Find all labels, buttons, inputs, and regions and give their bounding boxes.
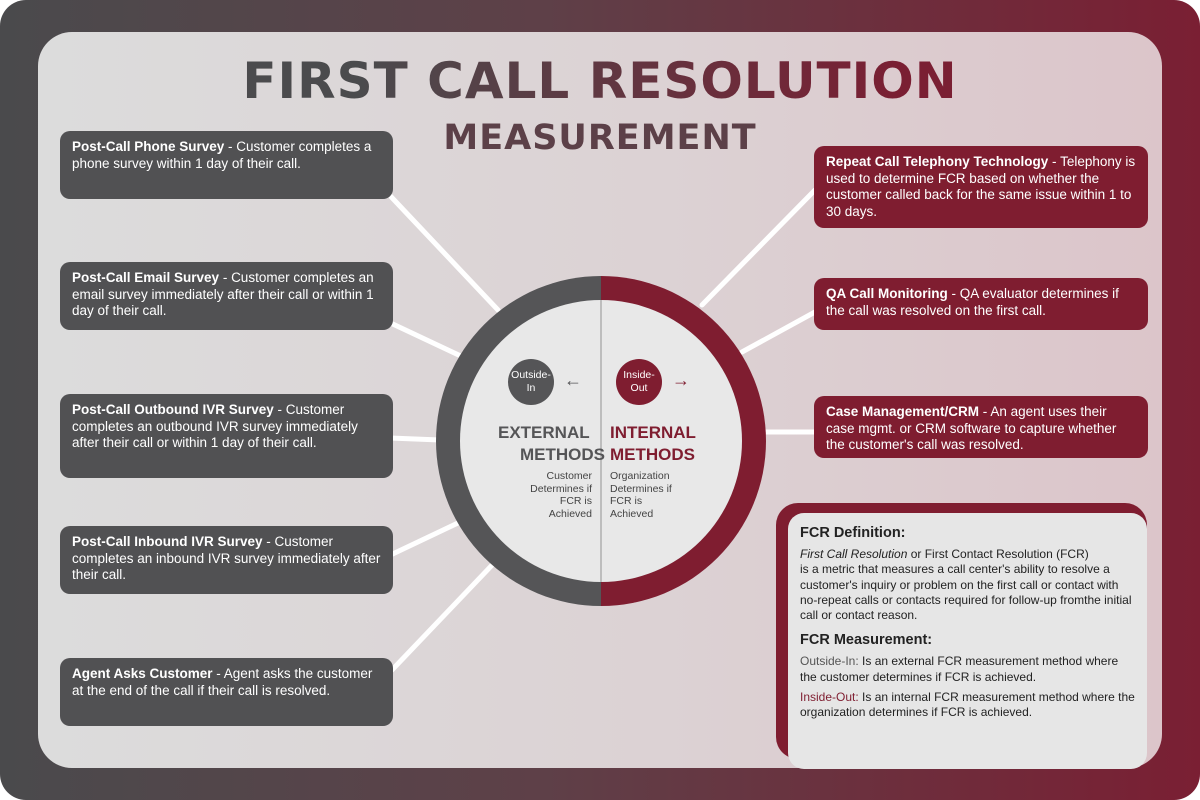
- inside-out-label: Inside-Out:: [800, 690, 859, 705]
- external-heading-line2: METHODS: [520, 445, 605, 464]
- inside-out-text: Is an internal FCR measurement method wh…: [800, 690, 1135, 720]
- connector-left-5: [389, 559, 498, 673]
- internal-description: Organization Determines if FCR is Achiev…: [610, 470, 672, 520]
- arrow-right-icon: →: [672, 370, 690, 390]
- definition-body: is a metric that measures a call center'…: [800, 562, 1132, 623]
- methods-circle-inner: Outside-In ← Inside-Out → EXTERNAL METHO…: [460, 300, 742, 582]
- connector-right-1: [699, 187, 818, 308]
- page-title: FIRST CALL RESOLUTION: [0, 52, 1200, 110]
- method-box-phone-survey: Post-Call Phone Survey - Customer comple…: [60, 131, 393, 199]
- definition-heading: FCR Definition:: [800, 525, 906, 541]
- method-box-case-management: Case Management/CRM - An agent uses thei…: [814, 396, 1148, 458]
- method-desc: Customer completes an email survey immed…: [72, 270, 374, 318]
- connector-left-4: [377, 519, 463, 563]
- arrow-left-icon: ←: [564, 370, 582, 390]
- connector-left-2: [377, 315, 468, 361]
- measurement-heading: FCR Measurement:: [800, 632, 933, 649]
- method-name: Post-Call Inbound IVR Survey: [72, 534, 263, 549]
- connector-right-2: [739, 309, 818, 355]
- method-box-email-survey: Post-Call Email Survey - Customer comple…: [60, 262, 393, 330]
- methods-circle: Outside-In ← Inside-Out → EXTERNAL METHO…: [436, 276, 766, 606]
- connector-left-1: [377, 182, 501, 313]
- method-name: QA Call Monitoring: [826, 286, 948, 301]
- method-desc: Agent asks the customer at the end of th…: [72, 666, 373, 698]
- method-name: Case Management/CRM: [826, 404, 980, 419]
- internal-heading-line2: METHODS: [610, 445, 695, 464]
- outside-in-text: Is an external FCR measurement method wh…: [800, 654, 1119, 684]
- method-name: Post-Call Phone Survey: [72, 139, 225, 154]
- outside-in-label: Outside-In:: [800, 654, 859, 669]
- definition-term-italic: First Call Resolution: [800, 547, 908, 561]
- definition-panel-inner: FCR Definition: First Call Resolution or…: [788, 513, 1147, 769]
- method-desc: QA evaluator determines if the call was …: [826, 286, 1119, 318]
- definition-term: First Call Resolution or First Contact R…: [800, 547, 1135, 562]
- method-desc: Telephony is used to determine FCR based…: [826, 154, 1136, 219]
- method-name: Repeat Call Telephony Technology: [826, 154, 1049, 169]
- inside-out-badge: Inside-Out: [616, 359, 662, 405]
- outside-in-definition: Outside-In: Is an external FCR measureme…: [800, 654, 1135, 685]
- method-desc: Customer completes an inbound IVR survey…: [72, 534, 381, 582]
- outside-in-badge: Outside-In: [508, 359, 554, 405]
- internal-heading-line1: INTERNAL: [610, 423, 696, 442]
- method-desc: Customer completes an outbound IVR surve…: [72, 402, 358, 450]
- method-name: Post-Call Outbound IVR Survey: [72, 402, 274, 417]
- method-box-outbound-ivr: Post-Call Outbound IVR Survey - Customer…: [60, 394, 393, 478]
- method-box-repeat-call: Repeat Call Telephony Technology - Telep…: [814, 146, 1148, 228]
- method-desc: Customer completes a phone survey within…: [72, 139, 372, 171]
- method-box-qa-monitoring: QA Call Monitoring - QA evaluator determ…: [814, 278, 1148, 330]
- circle-divider: [600, 300, 602, 582]
- connector-left-3: [387, 435, 443, 443]
- method-box-agent-asks: Agent Asks Customer - Agent asks the cus…: [60, 658, 393, 726]
- page-subtitle: MEASUREMENT: [443, 118, 757, 158]
- method-name: Agent Asks Customer: [72, 666, 213, 681]
- method-desc: An agent uses their case mgmt. or CRM so…: [826, 404, 1117, 452]
- inside-out-definition: Inside-Out: Is an internal FCR measureme…: [800, 690, 1135, 721]
- definition-term-rest: or First Contact Resolution (FCR): [907, 547, 1089, 561]
- method-name: Post-Call Email Survey: [72, 270, 220, 285]
- external-heading-line1: EXTERNAL: [498, 423, 590, 442]
- definition-panel: FCR Definition: First Call Resolution or…: [776, 503, 1147, 769]
- method-box-inbound-ivr: Post-Call Inbound IVR Survey - Customer …: [60, 526, 393, 594]
- external-description: Customer Determines if FCR is Achieved: [530, 470, 592, 520]
